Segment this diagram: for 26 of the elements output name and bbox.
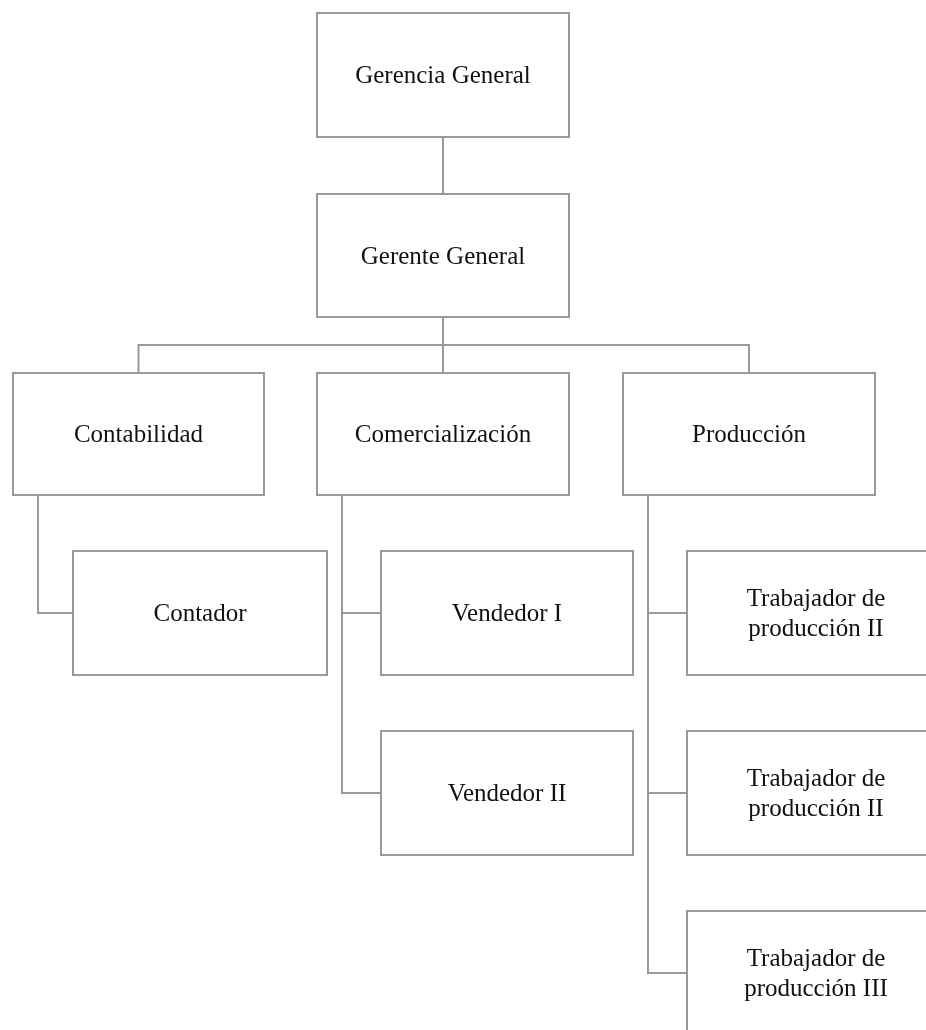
position-title: Trabajador de producción III (743, 943, 889, 1003)
org-box (380, 730, 634, 856)
position-title: Trabajador de producción II (745, 583, 887, 643)
position-title: Trabajador de producción II (745, 763, 887, 823)
org-box (12, 372, 265, 496)
connector-line (341, 495, 381, 794)
org-box (380, 550, 634, 676)
position-title: Gerencia General (355, 60, 531, 90)
org-box (72, 550, 328, 676)
org-box (686, 910, 926, 1030)
connector-line (442, 137, 444, 194)
position-title: Contabilidad (73, 419, 204, 449)
org-box (316, 12, 570, 138)
position-title: Gerente General (360, 240, 526, 271)
org-box (316, 193, 570, 318)
position-title: Producción (692, 419, 806, 449)
org-box (686, 550, 926, 676)
org-box (686, 730, 926, 856)
position-title: Vendedor I (451, 598, 563, 628)
org-box (622, 372, 876, 496)
position-title: Comercialización (354, 419, 532, 449)
connector-line (37, 495, 73, 614)
connector-line (442, 317, 750, 373)
org-box (316, 372, 570, 496)
position-title: Contador (153, 598, 247, 628)
position-title: Vendedor II (447, 778, 567, 808)
